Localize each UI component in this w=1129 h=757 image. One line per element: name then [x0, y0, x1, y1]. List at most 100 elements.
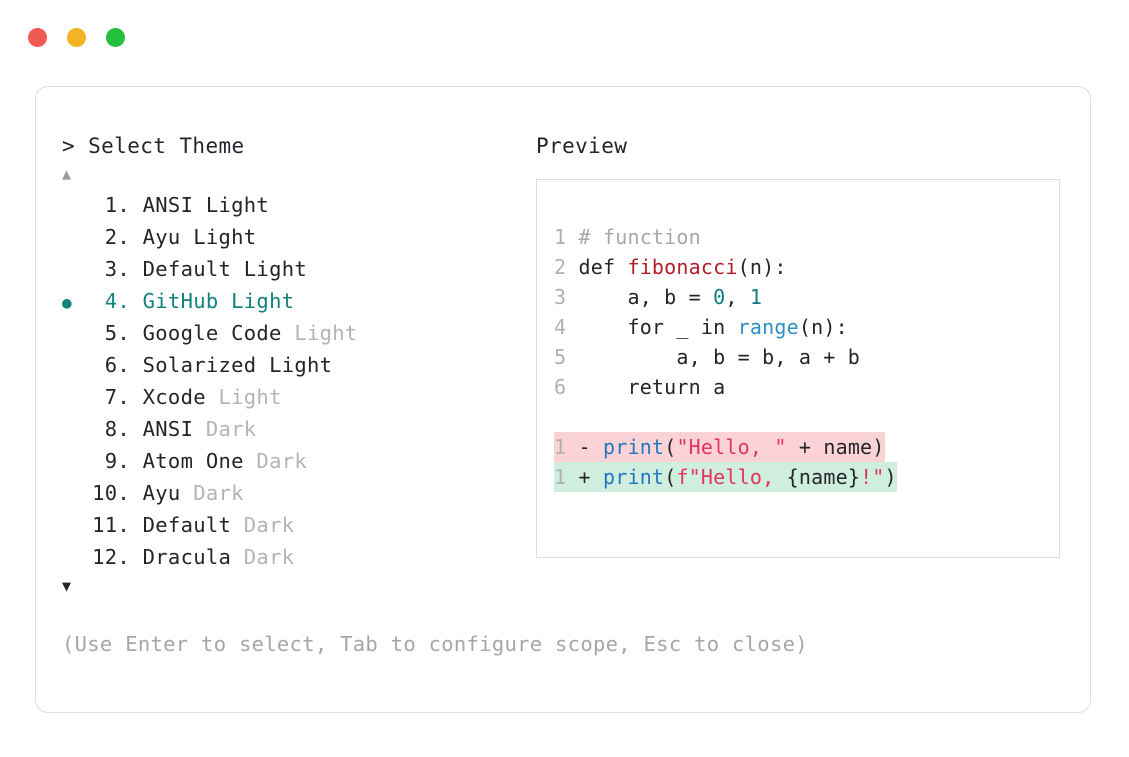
- code-token: (: [664, 465, 677, 489]
- code-token: return a: [578, 375, 726, 399]
- theme-item-variant: Dark: [256, 449, 307, 473]
- theme-item-variant: Dark: [193, 481, 244, 505]
- diff-line-content: 1 - print("Hello, " + name): [554, 432, 885, 462]
- theme-item-variant: Light: [231, 289, 295, 313]
- diff-line-number: 1: [554, 465, 579, 489]
- theme-list-item[interactable]: 7. Xcode Light: [62, 381, 512, 413]
- theme-item-variant: Light: [193, 225, 257, 249]
- theme-item-number: 11.: [92, 513, 130, 537]
- theme-list-column: > Select Theme ▲ 1. ANSI Light 2. Ayu Li…: [62, 131, 512, 599]
- theme-list-item[interactable]: 11. Default Dark: [62, 509, 512, 541]
- diff-line-content: 1 + print(f"Hello, {name}!"): [554, 462, 897, 492]
- diff-marker: -: [578, 435, 603, 459]
- theme-item-variant: Dark: [243, 545, 295, 569]
- scroll-up-arrow-icon[interactable]: ▲: [62, 165, 72, 183]
- selection-bullet-icon: [62, 351, 86, 383]
- selection-bullet-icon: [62, 255, 86, 287]
- code-token: {name}: [786, 465, 861, 489]
- code-token: print: [602, 465, 665, 489]
- theme-item-name: Google Code: [130, 321, 295, 345]
- selection-bullet-icon: [62, 191, 86, 223]
- theme-item-number: 9.: [92, 449, 130, 473]
- code-blank-line: [554, 402, 1059, 432]
- theme-item-number: 6.: [92, 353, 130, 377]
- selection-bullet-icon: [62, 543, 86, 575]
- code-token: "Hello, ": [676, 435, 787, 459]
- theme-item-variant: Light: [205, 193, 270, 217]
- theme-item-name: Default: [130, 257, 244, 281]
- selection-bullet-icon: [62, 319, 86, 351]
- theme-item-name: ANSI: [130, 417, 206, 441]
- theme-item-number: 10.: [92, 481, 130, 505]
- code-token: (n):: [737, 255, 787, 279]
- code-line: 2 def fibonacci(n):: [554, 252, 1059, 282]
- code-line-number: 4: [554, 315, 579, 339]
- diff-line-del: 1 - print("Hello, " + name): [554, 432, 1059, 462]
- code-token: fibonacci: [627, 255, 738, 279]
- theme-item-number: 7.: [92, 385, 130, 409]
- scroll-down-arrow-icon[interactable]: ▼: [62, 577, 72, 595]
- theme-list-item[interactable]: 3. Default Light: [62, 253, 512, 285]
- selection-bullet-icon: [62, 383, 86, 415]
- theme-list-item[interactable]: 5. Google Code Light: [62, 317, 512, 349]
- theme-list-item[interactable]: 9. Atom One Dark: [62, 445, 512, 477]
- code-token: !": [860, 465, 885, 489]
- theme-list-item[interactable]: 8. ANSI Dark: [62, 413, 512, 445]
- selection-bullet-icon: [62, 479, 86, 511]
- theme-item-name: Solarized: [130, 353, 270, 377]
- theme-picker-panel: > Select Theme ▲ 1. ANSI Light 2. Ayu Li…: [35, 86, 1091, 713]
- theme-item-variant: Dark: [205, 417, 257, 441]
- theme-list-item[interactable]: 1. ANSI Light: [62, 189, 512, 221]
- code-line: 3 a, b = 0, 1: [554, 282, 1059, 312]
- theme-item-number: 2.: [92, 225, 130, 249]
- theme-item-variant: Light: [269, 353, 333, 377]
- selection-bullet-icon: [62, 447, 86, 479]
- theme-item-number: 5.: [92, 321, 130, 345]
- selection-bullet-icon: [62, 415, 86, 447]
- code-token: ,: [725, 285, 750, 309]
- theme-item-name: Default: [130, 513, 244, 537]
- theme-list[interactable]: 1. ANSI Light 2. Ayu Light 3. Default Li…: [62, 189, 512, 573]
- code-token: f"Hello,: [676, 465, 787, 489]
- code-token: (n):: [798, 315, 848, 339]
- code-token: range: [737, 315, 799, 339]
- minimize-button-icon[interactable]: [67, 28, 86, 47]
- select-theme-prompt: > Select Theme: [62, 134, 245, 158]
- code-line: 5 a, b = b, a + b: [554, 342, 1059, 372]
- theme-item-variant: Light: [218, 385, 282, 409]
- diff-marker: +: [578, 465, 603, 489]
- theme-item-name: Atom One: [130, 449, 257, 473]
- theme-item-name: Dracula: [130, 545, 244, 569]
- theme-item-name: Ayu: [130, 225, 194, 249]
- code-token: for _ in: [578, 315, 738, 339]
- theme-list-item[interactable]: 10. Ayu Dark: [62, 477, 512, 509]
- zoom-button-icon[interactable]: [106, 28, 125, 47]
- code-token: a, b = b, a + b: [578, 345, 861, 369]
- code-token: ): [884, 465, 897, 489]
- code-token: a, b =: [578, 285, 714, 309]
- diff-line-add: 1 + print(f"Hello, {name}!"): [554, 462, 1059, 492]
- diff-line-number: 1: [554, 435, 579, 459]
- code-token: # function: [578, 225, 701, 249]
- theme-item-number: 4.: [92, 289, 130, 313]
- theme-item-variant: Light: [243, 257, 307, 281]
- close-button-icon[interactable]: [28, 28, 47, 47]
- code-line-number: 3: [554, 285, 579, 309]
- theme-list-item[interactable]: 6. Solarized Light: [62, 349, 512, 381]
- code-line-number: 6: [554, 375, 579, 399]
- code-token: + name): [786, 435, 885, 459]
- theme-item-name: Ayu: [130, 481, 194, 505]
- theme-list-item[interactable]: 2. Ayu Light: [62, 221, 512, 253]
- code-line: 4 for _ in range(n):: [554, 312, 1059, 342]
- theme-list-item[interactable]: ● 4. GitHub Light: [62, 285, 512, 317]
- theme-item-name: Xcode: [130, 385, 219, 409]
- code-line-number: 2: [554, 255, 579, 279]
- code-token: (: [664, 435, 677, 459]
- window-traffic-lights: [28, 28, 125, 47]
- keyboard-hint: (Use Enter to select, Tab to configure s…: [62, 632, 808, 656]
- code-line-number: 1: [554, 225, 579, 249]
- selection-bullet-icon: ●: [62, 293, 72, 312]
- theme-list-item[interactable]: 12. Dracula Dark: [62, 541, 512, 573]
